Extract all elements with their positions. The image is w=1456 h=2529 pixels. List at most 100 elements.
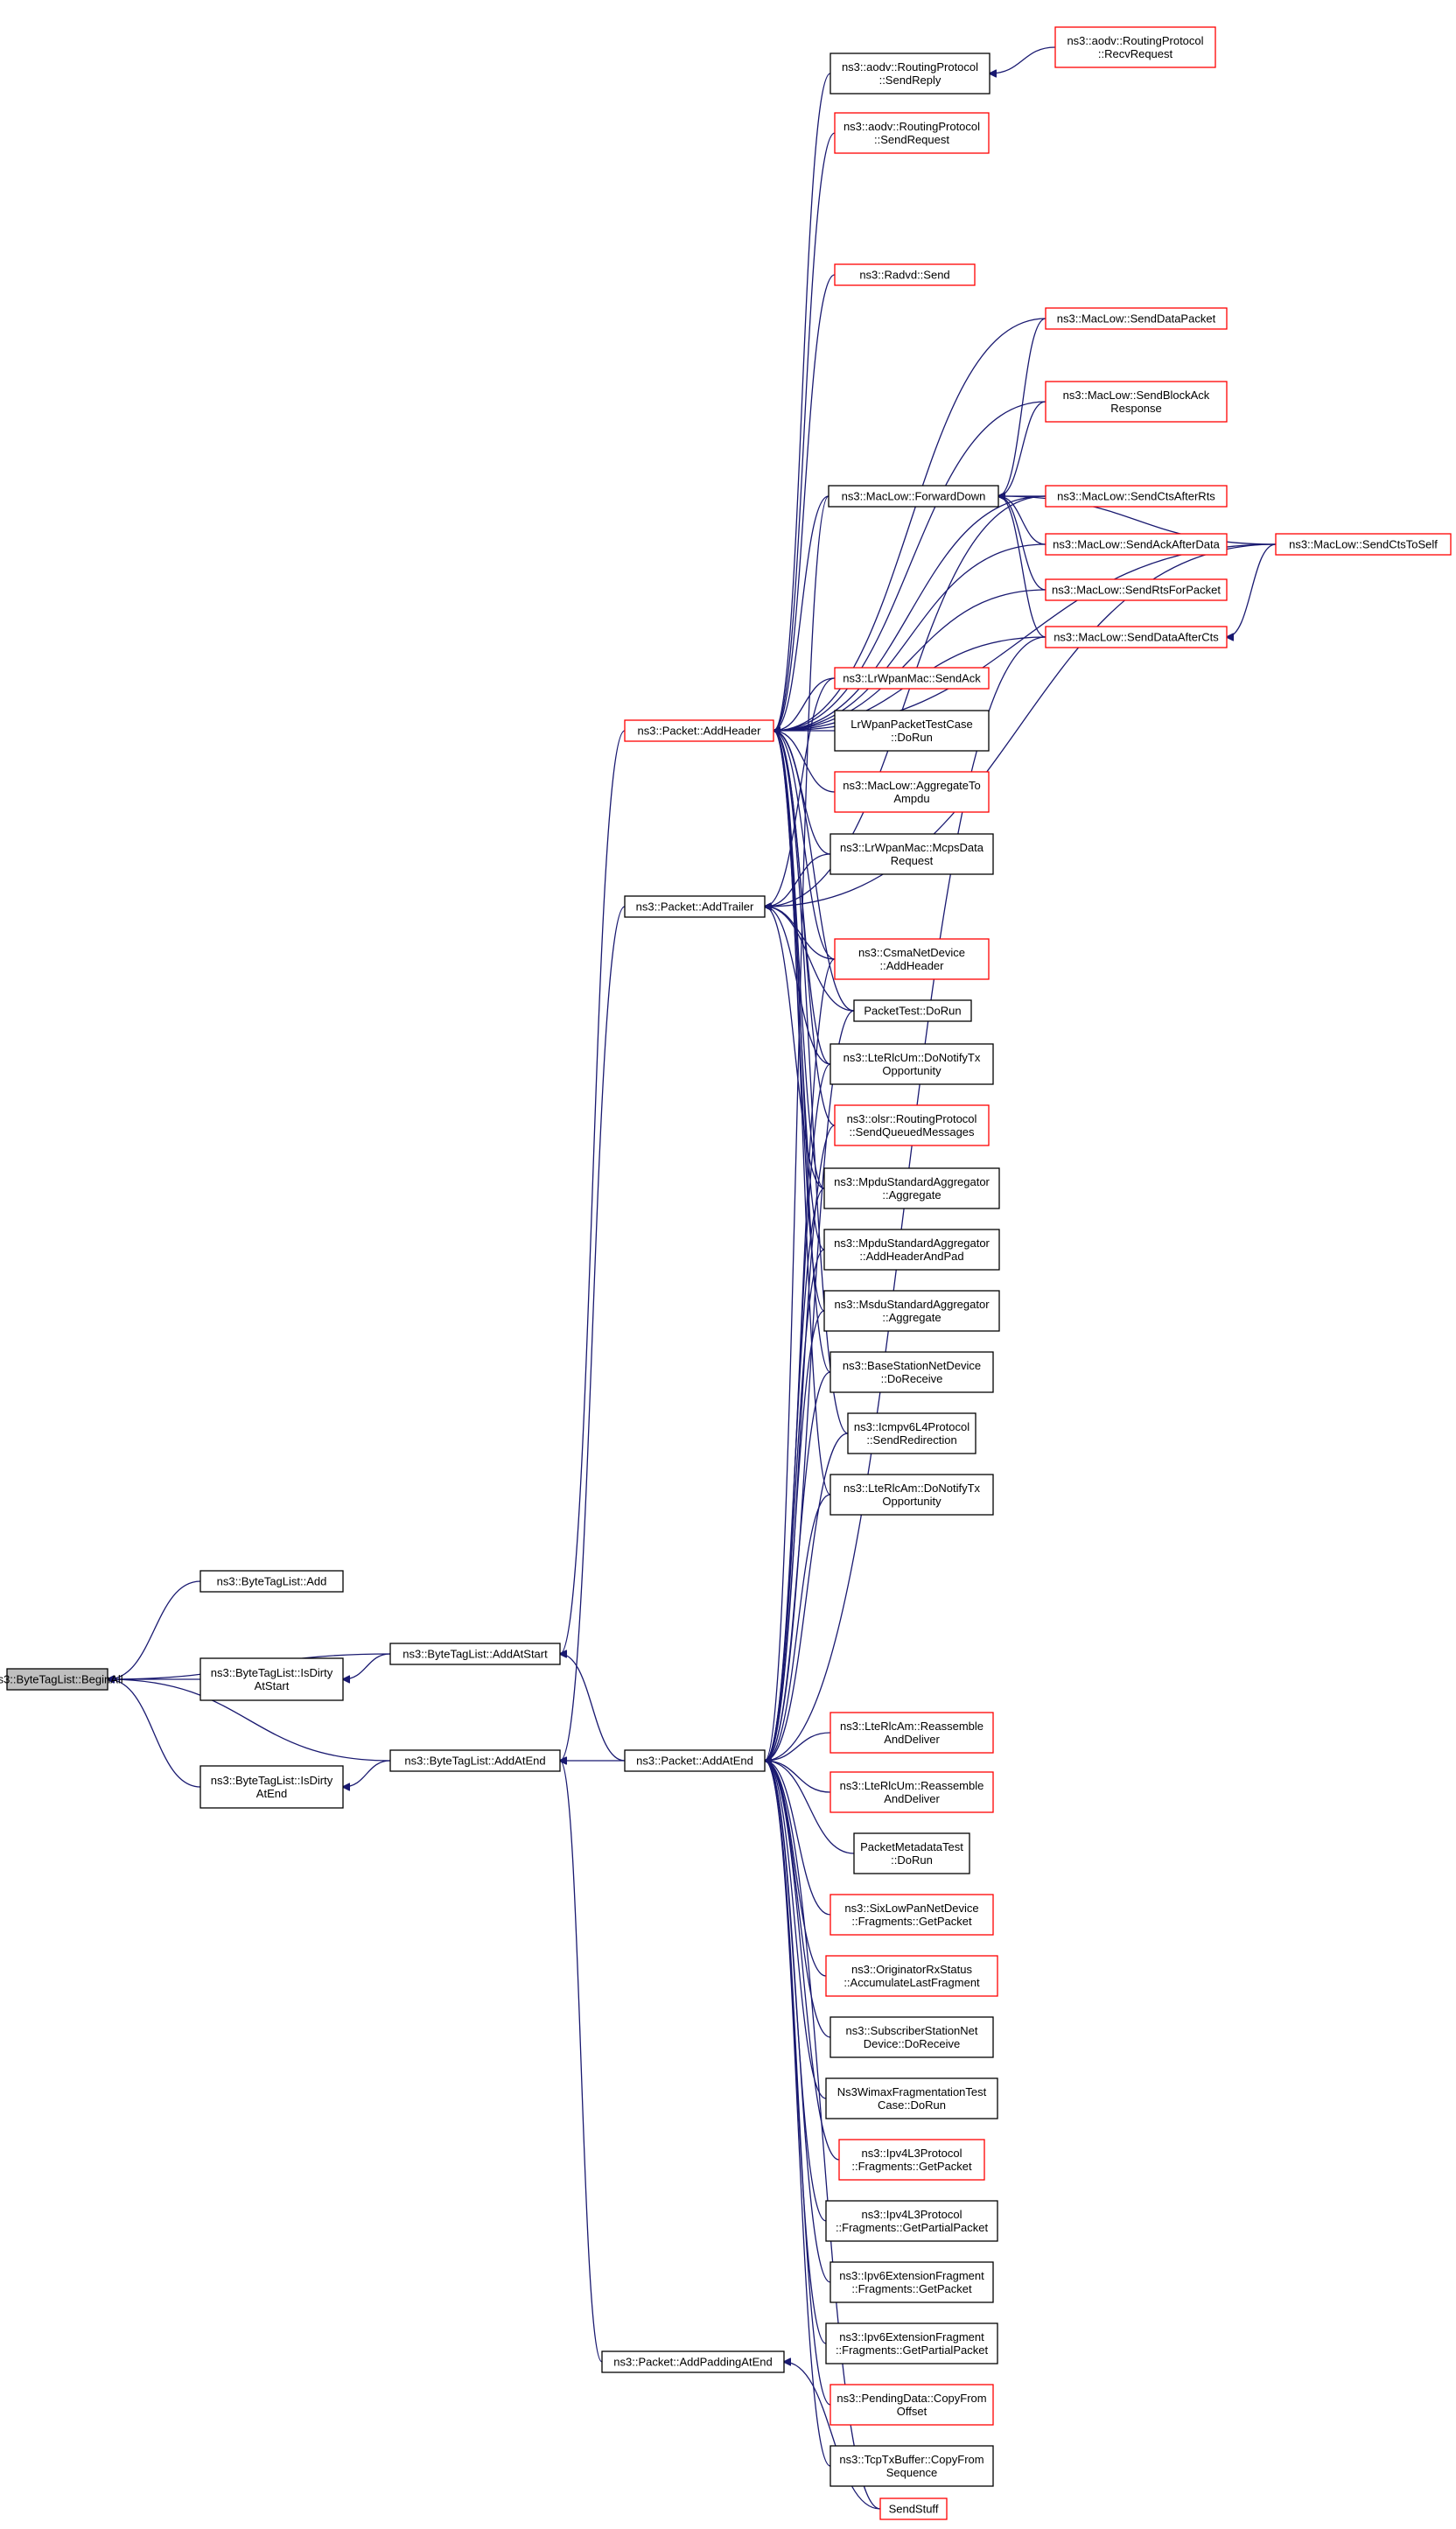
edge-sendrtsforpacket-to-addheader (774, 589, 1046, 731)
node-packettest[interactable]: PacketTest::DoRun (853, 999, 972, 1022)
edge-olsrsendqueued-to-pktaddatend (765, 1124, 836, 1761)
node-beginall: ns3::ByteTagList::BeginAll (0, 1668, 123, 1691)
node-sendctsafterrts[interactable]: ns3::MacLow::SendCtsAfterRts (1045, 485, 1228, 508)
node-box (1045, 485, 1228, 508)
node-label: ns3::OriginatorRxStatus (851, 1963, 973, 1976)
edge-line (560, 1761, 603, 2363)
node-label: ::SendReply (879, 74, 942, 87)
node-ipv6fragpartial[interactable]: ns3::Ipv6ExtensionFragment::Fragments::G… (825, 2322, 998, 2364)
node-label: ::DoRun (891, 731, 933, 744)
edge-line (774, 731, 849, 1434)
node-pktaddatend[interactable]: ns3::Packet::AddAtEnd (624, 1749, 766, 1772)
edge-icmpv6redirect-to-addheader (774, 731, 849, 1434)
node-add[interactable]: ns3::ByteTagList::Add (200, 1570, 344, 1593)
node-box (834, 710, 990, 752)
node-label: ns3::LteRlcUm::DoNotifyTx (844, 1051, 981, 1064)
edge-addatend-to-isdirtyend (343, 1760, 391, 1787)
node-csmaaddheader[interactable]: ns3::CsmaNetDevice::AddHeader (834, 938, 990, 980)
edge-sendrequest-to-addheader (774, 132, 836, 731)
node-label: ns3::Packet::AddPaddingAtEnd (613, 2356, 772, 2369)
node-senddatapacket[interactable]: ns3::MacLow::SendDataPacket (1045, 307, 1228, 330)
edge-line (774, 731, 836, 793)
node-box (389, 1749, 561, 1772)
node-sendreply[interactable]: ns3::aodv::RoutingProtocol::SendReply (830, 53, 990, 95)
node-ipv4fragpartial[interactable]: ns3::Ipv4L3Protocol::Fragments::GetParti… (825, 2200, 998, 2242)
node-sendstuff[interactable]: SendStuff (879, 2497, 948, 2520)
node-sendrequest[interactable]: ns3::aodv::RoutingProtocol::SendRequest (834, 112, 990, 154)
node-forwarddown[interactable]: ns3::MacLow::ForwardDown (828, 485, 999, 508)
edge-line (765, 958, 836, 1761)
node-icmpv6redirect[interactable]: ns3::Icmpv6L4Protocol::SendRedirection (847, 1412, 976, 1454)
node-label: ns3::LteRlcUm::Reassemble (840, 1779, 984, 1792)
node-box (200, 1765, 344, 1809)
node-box (825, 2200, 998, 2242)
node-senddataaftercts[interactable]: ns3::MacLow::SendDataAfterCts (1045, 626, 1228, 648)
edge-line (1227, 543, 1277, 637)
node-ipv4fraggetpacket[interactable]: ns3::Ipv4L3Protocol::Fragments::GetPacke… (838, 2139, 985, 2181)
edge-sendackafterdata-to-addheader (774, 543, 1046, 731)
node-ipv6fraggetpacket[interactable]: ns3::Ipv6ExtensionFragment::Fragments::G… (830, 2261, 994, 2303)
edge-packettest-to-addtrailer (765, 907, 855, 1012)
node-addheader[interactable]: ns3::Packet::AddHeader (624, 719, 774, 742)
edge-line (765, 1761, 827, 1977)
edge-sendstuff-to-addpadding (784, 2362, 881, 2510)
node-sendctstoself[interactable]: ns3::MacLow::SendCtsToSelf (1275, 533, 1452, 556)
edge-senddatapacket-to-addheader (774, 318, 1046, 731)
edge-add-to-beginall (108, 1580, 201, 1679)
edge-mpduaddheaderpad-to-pktaddatend (765, 1249, 825, 1761)
edge-line (998, 496, 1046, 638)
node-label: ns3::Ipv4L3Protocol (862, 2208, 962, 2221)
node-label: ::Fragments::GetPacket (851, 2282, 972, 2295)
edge-mcpsdata-to-addtrailer (765, 853, 831, 907)
edge-sendblockack-to-addheader (774, 401, 1046, 731)
node-label: ns3::aodv::RoutingProtocol (1067, 34, 1203, 47)
node-radvdsend[interactable]: ns3::Radvd::Send (834, 263, 976, 286)
node-sendackafterdata[interactable]: ns3::MacLow::SendAckAfterData (1045, 533, 1228, 556)
node-addpadding[interactable]: ns3::Packet::AddPaddingAtEnd (601, 2350, 785, 2373)
edge-line (765, 853, 831, 907)
edge-ipv6fraggetpacket-to-pktaddatend (765, 1761, 831, 2283)
edge-line (765, 1732, 831, 1761)
node-olsrsendqueued[interactable]: ns3::olsr::RoutingProtocol::SendQueuedMe… (834, 1104, 990, 1146)
edge-csmaaddheader-to-pktaddatend (765, 958, 836, 1761)
node-ssdoreceive[interactable]: ns3::SubscriberStationNetDevice::DoRecei… (830, 2016, 994, 2058)
node-addatend[interactable]: ns3::ByteTagList::AddAtEnd (389, 1749, 561, 1772)
node-addtrailer[interactable]: ns3::Packet::AddTrailer (624, 895, 766, 918)
node-sixlowpanfrag[interactable]: ns3::SixLowPanNetDevice::Fragments::GetP… (830, 1894, 994, 1936)
node-originatorrx[interactable]: ns3::OriginatorRxStatus::AccumulateLastF… (825, 1955, 998, 1997)
node-box (834, 112, 990, 154)
node-sendrtsforpacket[interactable]: ns3::MacLow::SendRtsForPacket (1045, 578, 1228, 601)
node-label: LrWpanPacketTestCase (850, 718, 972, 731)
node-label: ns3::PendingData::CopyFrom (836, 2392, 986, 2405)
edge-sendctstoself-to-addtrailer (765, 543, 1277, 907)
node-recvrequest[interactable]: ns3::aodv::RoutingProtocol::RecvRequest (1054, 26, 1216, 68)
node-label: Device::DoReceive (864, 2037, 961, 2050)
edge-line (998, 318, 1046, 496)
node-box (847, 1412, 976, 1454)
node-bsdoreceive[interactable]: ns3::BaseStationNetDevice::DoReceive (830, 1351, 994, 1393)
node-pktmetadatatest[interactable]: PacketMetadataTest::DoRun (853, 1832, 970, 1874)
edge-sixlowpanfrag-to-pktaddatend (765, 1761, 831, 1916)
node-box (200, 1570, 344, 1593)
node-lrwpansendack[interactable]: ns3::LrWpanMac::SendAck (834, 667, 990, 690)
node-msduaggregate[interactable]: ns3::MsduStandardAggregator::Aggregate (823, 1290, 1000, 1332)
node-lrwpantestcase[interactable]: LrWpanPacketTestCase::DoRun (834, 710, 990, 752)
node-addatstart[interactable]: ns3::ByteTagList::AddAtStart (389, 1643, 561, 1665)
node-mpduaggregate[interactable]: ns3::MpduStandardAggregator::Aggregate (823, 1167, 1000, 1209)
edge-line (560, 906, 626, 1761)
edge-isdirtyend-to-beginall (108, 1679, 201, 1788)
node-mpduaddheaderpad[interactable]: ns3::MpduStandardAggregator::AddHeaderAn… (823, 1229, 1000, 1271)
